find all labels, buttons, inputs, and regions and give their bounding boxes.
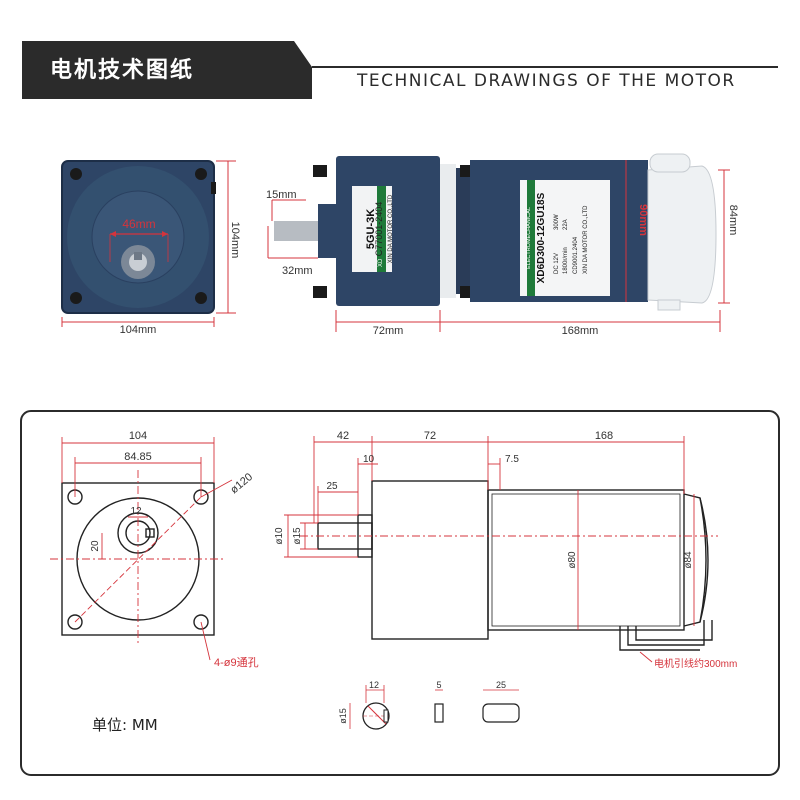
gearbox-model-text: 5GU-3K	[365, 209, 377, 249]
tech-side-boss-dia-dim: ø10	[274, 527, 285, 545]
tech-side-total-dim: 168	[595, 430, 613, 442]
photo-front-width-dim: 104mm	[120, 324, 157, 336]
tech-side-dims	[284, 436, 718, 663]
tech-detail-shaft	[349, 685, 390, 730]
tech-side-end-dia-dim: ø84	[683, 551, 694, 569]
tech-side-mid-dim: 72	[424, 430, 436, 442]
tech-side-shaft-dim: 25	[326, 481, 338, 492]
motor-spec-speed: 1800r/min	[563, 247, 569, 274]
photo-gearbox-len-dim: 72mm	[373, 325, 404, 337]
detail-key-width-dim: 5	[436, 680, 441, 690]
photo-front-view: 46mm	[61, 160, 216, 314]
tech-side-flange-dim: 10	[363, 454, 375, 465]
motor-label: ELECTROMECHANICAL XD6D300-12GU18S DC 12V…	[526, 192, 589, 283]
motor-spec-power: 300W	[554, 214, 560, 230]
photo-front-inner-dim: 46mm	[122, 217, 155, 231]
gearbox-brand-text: XD	[378, 258, 384, 267]
tech-front-dims	[50, 437, 233, 661]
tech-front-key-dim: 12	[130, 506, 142, 517]
photo-front-height-dim: 104mm	[229, 222, 241, 259]
motor-code-text: CD9001.2404	[573, 236, 579, 274]
header-banner	[22, 41, 778, 99]
detail-key-len-dim: 25	[496, 680, 506, 690]
detail-shaft-dia-dim: ø15	[338, 708, 348, 724]
photo-motor-len-dim: 168mm	[562, 325, 599, 337]
tech-detail-key-side	[482, 689, 520, 723]
detail-shaft-width-dim: 12	[369, 680, 379, 690]
photo-side-dims	[267, 160, 730, 332]
photo-shaft-len-dim: 15mm	[266, 189, 297, 201]
tech-detail-key-end	[434, 689, 444, 723]
tech-side-view	[317, 480, 713, 651]
page-subtitle: TECHNICAL DRAWINGS OF THE MOTOR	[357, 71, 736, 91]
photo-side-view	[274, 153, 717, 311]
photo-endcap-dia-dim: 84mm	[727, 205, 739, 236]
tech-side-body-dia-dim: ø80	[567, 551, 578, 569]
tech-front-offset-dim: 20	[90, 540, 101, 552]
photo-front-dims	[61, 160, 236, 327]
tech-front-width-dim: 104	[129, 430, 147, 442]
tech-side-shaft-dia-dim: ø15	[292, 527, 303, 545]
motor-maker-text: XIN DA MOTOR CO.,LTD	[583, 205, 589, 274]
motor-brand-strip-text: ELECTROMECHANICAL	[526, 207, 532, 269]
photo-shaft-base-dim: 32mm	[282, 265, 313, 277]
gearbox-label: 5GU-3K C77001-2404 XIN DA MOTOR CO.,LTD …	[365, 194, 394, 267]
tech-front-hole-note: 4-ø9通孔	[214, 656, 259, 669]
motor-model-text: XD6D300-12GU18S	[536, 192, 547, 283]
tech-side-lead-note: 电机引线约300mm	[654, 657, 737, 670]
tech-side-gearbox-dim: 42	[337, 430, 349, 442]
gearbox-maker-text: XIN DA MOTOR CO.,LTD	[388, 194, 394, 263]
motor-spec-current: 22A	[563, 219, 569, 230]
tech-front-hole-span-dim: 84.85	[124, 451, 152, 463]
photo-motor-dia-dim: 90mm	[637, 204, 649, 236]
drawing-frame	[20, 410, 780, 776]
motor-spec-dc: DC 12V	[554, 253, 560, 274]
unit-label: 单位: MM	[92, 716, 158, 734]
page-title: 电机技术图纸	[50, 58, 195, 83]
tech-side-step-dim: 7.5	[505, 454, 519, 465]
gearbox-code-text: C77001-2404	[374, 202, 384, 257]
